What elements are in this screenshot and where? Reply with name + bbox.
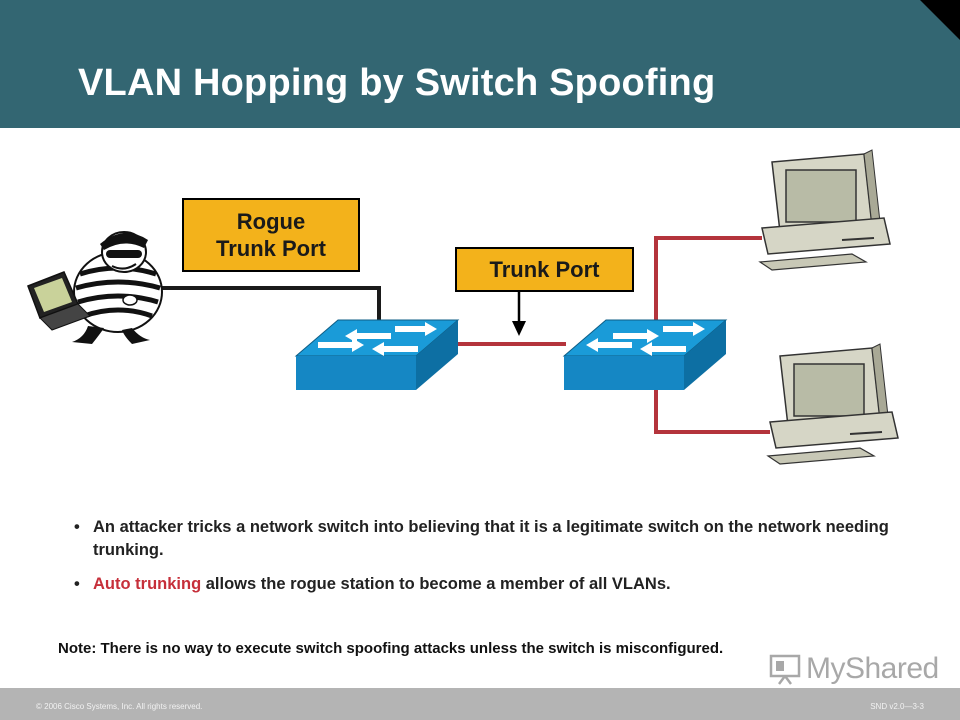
note-text: Note: There is no way to execute switch … bbox=[58, 640, 724, 657]
corner-mark bbox=[920, 0, 960, 40]
bullet-list: • An attacker tricks a network switch in… bbox=[70, 516, 930, 607]
course-id: SND v2.0—3-3 bbox=[870, 702, 924, 711]
pc-bottom-link bbox=[654, 385, 770, 434]
bullet-text: An attacker tricks a network switch into… bbox=[93, 518, 889, 559]
network-diagram bbox=[27, 149, 899, 465]
presentation-icon bbox=[769, 654, 801, 685]
pc-top-link bbox=[654, 236, 762, 330]
pc-icon bbox=[758, 149, 891, 271]
rogue-label-line2: Trunk Port bbox=[215, 236, 326, 261]
slide-header: VLAN Hopping by Switch Spoofing bbox=[0, 0, 960, 128]
attacker-icon bbox=[72, 231, 163, 344]
pc-icon bbox=[766, 343, 899, 465]
bullet-item: • Auto trunking allows the rogue station… bbox=[70, 573, 930, 596]
arrow-down-icon bbox=[512, 292, 526, 336]
copyright-text: © 2006 Cisco Systems, Inc. All rights re… bbox=[36, 702, 203, 711]
rogue-label-line1: Rogue bbox=[236, 209, 306, 234]
rogue-trunk-port-label: Rogue Trunk Port bbox=[182, 198, 360, 272]
watermark-text: MyShared bbox=[806, 652, 939, 685]
trunk-port-label: Trunk Port bbox=[455, 247, 634, 292]
bullet-text: allows the rogue station to become a mem… bbox=[201, 575, 671, 593]
auto-trunking-term: Auto trunking bbox=[93, 575, 202, 593]
switch-icon bbox=[562, 319, 728, 390]
laptop-icon bbox=[27, 271, 91, 331]
slide-footer: © 2006 Cisco Systems, Inc. All rights re… bbox=[0, 688, 960, 720]
slide-title: VLAN Hopping by Switch Spoofing bbox=[78, 62, 716, 104]
bullet-dot: • bbox=[74, 518, 80, 536]
watermark: MyShared bbox=[768, 652, 939, 686]
bullet-dot: • bbox=[74, 575, 80, 593]
bullet-item: • An attacker tricks a network switch in… bbox=[70, 516, 930, 562]
switch-icon bbox=[294, 319, 460, 390]
rogue-trunk-link bbox=[160, 286, 381, 328]
